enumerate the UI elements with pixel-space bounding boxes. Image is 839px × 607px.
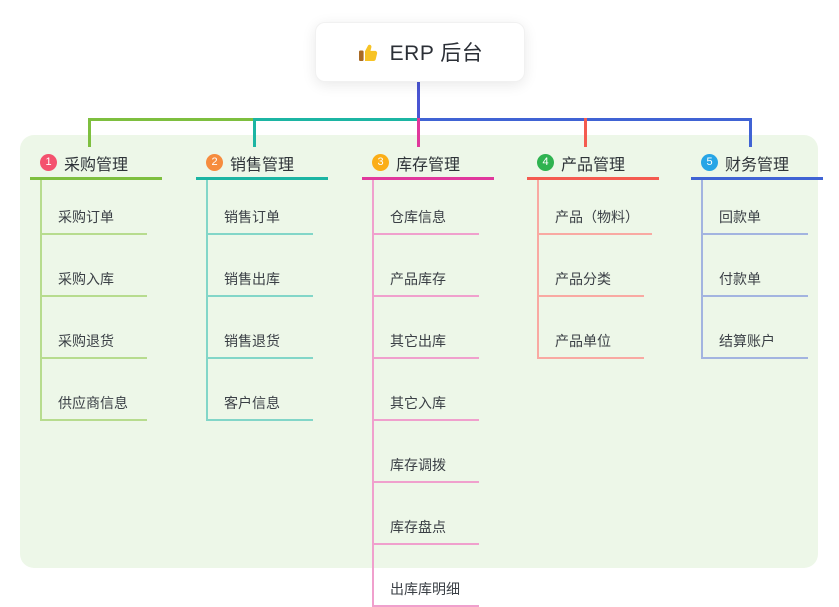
branch-label: 销售管理 — [230, 156, 295, 174]
leaf-node[interactable]: 库存调拨 — [374, 421, 479, 483]
branch-finance-heading[interactable]: 5 财务管理 — [691, 150, 823, 180]
branch-number-badge: 5 — [701, 154, 718, 171]
branch-sales-heading[interactable]: 2 销售管理 — [196, 150, 328, 180]
root-title: ERP 后台 — [389, 42, 484, 65]
branch-purchase-items: 采购订单 采购入库 采购退货 供应商信息 — [40, 180, 162, 421]
thumbs-up-icon — [357, 40, 381, 64]
connector-finance-drop — [749, 118, 752, 147]
leaf-node[interactable]: 采购订单 — [42, 180, 147, 235]
connector-product-drop — [584, 118, 587, 147]
branch-inventory-items: 仓库信息 产品库存 其它出库 其它入库 库存调拨 库存盘点 出库库明细 — [372, 180, 494, 607]
leaf-node[interactable]: 产品单位 — [539, 297, 644, 359]
leaf-node[interactable]: 付款单 — [703, 235, 808, 297]
branch-label: 采购管理 — [64, 156, 129, 174]
branch-purchase: 1 采购管理 采购订单 采购入库 采购退货 供应商信息 — [30, 150, 162, 421]
leaf-node[interactable]: 客户信息 — [208, 359, 313, 421]
leaf-node[interactable]: 其它入库 — [374, 359, 479, 421]
branch-sales: 2 销售管理 销售订单 销售出库 销售退货 客户信息 — [196, 150, 328, 421]
leaf-node[interactable]: 结算账户 — [703, 297, 808, 359]
root-node[interactable]: ERP 后台 — [315, 22, 525, 82]
leaf-node[interactable]: 产品分类 — [539, 235, 644, 297]
leaf-node[interactable]: 产品库存 — [374, 235, 479, 297]
branch-number-badge: 4 — [537, 154, 554, 171]
leaf-node[interactable]: 回款单 — [703, 180, 808, 235]
branch-finance-items: 回款单 付款单 结算账户 — [701, 180, 823, 359]
leaf-node[interactable]: 供应商信息 — [42, 359, 147, 421]
connector-purchase-horizontal — [88, 118, 254, 121]
branch-purchase-heading[interactable]: 1 采购管理 — [30, 150, 162, 180]
leaf-node[interactable]: 采购入库 — [42, 235, 147, 297]
branch-number-badge: 1 — [40, 154, 57, 171]
branch-label: 产品管理 — [561, 156, 626, 174]
leaf-node[interactable]: 产品（物料） — [539, 180, 652, 235]
leaf-node[interactable]: 库存盘点 — [374, 483, 479, 545]
mindmap-panel — [20, 135, 818, 568]
leaf-node[interactable]: 出库库明细 — [374, 545, 479, 607]
branch-label: 财务管理 — [725, 156, 790, 174]
branch-product-heading[interactable]: 4 产品管理 — [527, 150, 659, 180]
leaf-node[interactable]: 其它出库 — [374, 297, 479, 359]
branch-inventory: 3 库存管理 仓库信息 产品库存 其它出库 其它入库 库存调拨 库存盘点 出库库… — [362, 150, 494, 607]
leaf-node[interactable]: 销售出库 — [208, 235, 313, 297]
branch-number-badge: 3 — [372, 154, 389, 171]
branch-label: 库存管理 — [396, 156, 461, 174]
branch-inventory-heading[interactable]: 3 库存管理 — [362, 150, 494, 180]
branch-product-items: 产品（物料） 产品分类 产品单位 — [537, 180, 659, 359]
leaf-node[interactable]: 采购退货 — [42, 297, 147, 359]
branch-sales-items: 销售订单 销售出库 销售退货 客户信息 — [206, 180, 328, 421]
leaf-node[interactable]: 销售订单 — [208, 180, 313, 235]
root-connector-line — [417, 82, 420, 118]
connector-inventory-drop — [417, 118, 420, 147]
leaf-node[interactable]: 仓库信息 — [374, 180, 479, 235]
connector-purchase-drop — [88, 118, 91, 147]
branch-number-badge: 2 — [206, 154, 223, 171]
connector-sales-drop — [253, 118, 256, 147]
leaf-node[interactable]: 销售退货 — [208, 297, 313, 359]
branch-finance: 5 财务管理 回款单 付款单 结算账户 — [691, 150, 823, 359]
connector-sales-horizontal — [254, 118, 418, 121]
branch-product: 4 产品管理 产品（物料） 产品分类 产品单位 — [527, 150, 659, 359]
